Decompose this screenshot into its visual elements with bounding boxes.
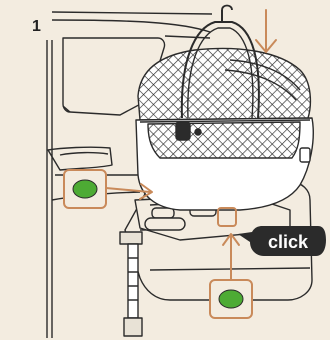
right-arrow-icon: [106, 184, 152, 199]
infant-carrier: [136, 6, 313, 211]
bottom-indicator-box: [210, 280, 252, 318]
click-label: click: [268, 232, 309, 252]
left-indicator-box: [64, 170, 106, 208]
down-arrow-icon: [256, 10, 276, 52]
